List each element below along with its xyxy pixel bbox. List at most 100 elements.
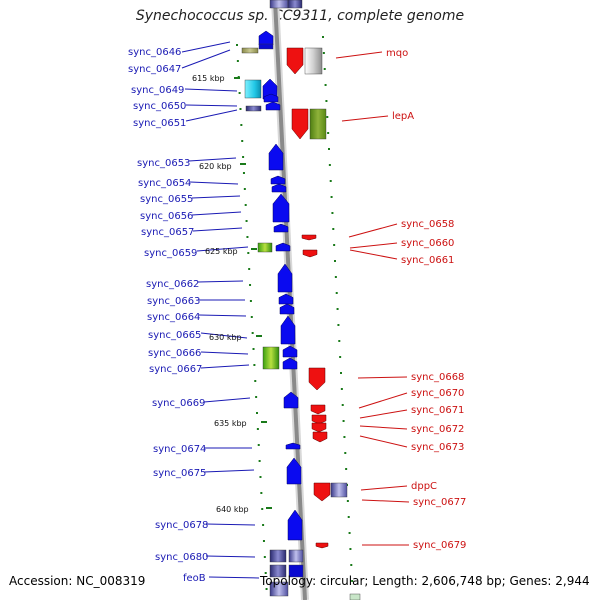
- forward-gene: [275, 242, 291, 252]
- leader-line-right: [357, 376, 408, 379]
- gene-label-left: sync_0675: [153, 468, 206, 479]
- forward-gene: [263, 93, 279, 103]
- gene-label-right: sync_0671: [411, 405, 464, 416]
- gene-label-left: sync_0665: [148, 330, 201, 341]
- tick-mark: [262, 524, 265, 526]
- leader-line-right: [359, 435, 408, 448]
- leader-line-left: [205, 523, 256, 526]
- reverse-gene: [311, 422, 327, 433]
- genome-summary-text: Topology: circular; Length: 2,606,748 bp…: [260, 574, 590, 588]
- gene-label-left: sync_0674: [153, 444, 206, 455]
- forward-gene: [280, 315, 296, 345]
- leader-line-left: [191, 211, 242, 216]
- reverse-gene: [310, 404, 326, 415]
- forward-gene: [258, 30, 274, 46]
- gene-label-right: sync_0677: [413, 497, 466, 508]
- tick-mark: [341, 404, 344, 406]
- forward-gene: [273, 223, 289, 233]
- tick-mark: [342, 420, 345, 422]
- gene-label-left: sync_0650: [133, 101, 186, 112]
- kbp-tick-label: 625 kbp: [205, 247, 238, 256]
- leader-line-left: [200, 332, 248, 339]
- tick-mark: [249, 300, 252, 302]
- gene-label-left: sync_0647: [128, 64, 181, 75]
- reverse-gene: [308, 367, 326, 391]
- leader-line-left: [181, 41, 231, 53]
- leader-line-right: [348, 223, 398, 238]
- tick-mark: [255, 396, 258, 398]
- forward-gene: [287, 509, 303, 541]
- kbp-tick-label: 640 kbp: [216, 505, 249, 514]
- leader-line-left: [200, 364, 250, 369]
- kbp-tick-label: 630 kbp: [209, 333, 242, 342]
- tick-mark: [260, 492, 263, 494]
- gene-block: [330, 482, 348, 498]
- tick-mark: [246, 236, 249, 238]
- forward-gene: [268, 143, 284, 171]
- gene-label-left: sync_0659: [144, 248, 197, 259]
- tick-mark: [253, 364, 256, 366]
- tick-mark: [340, 388, 343, 390]
- leader-line-right: [349, 249, 398, 260]
- gene-label-right: sync_0673: [411, 442, 464, 453]
- leader-line-right: [361, 499, 410, 503]
- tick-mark: [249, 284, 252, 286]
- gene-block: [269, 549, 287, 563]
- gene-label-left: sync_0669: [152, 398, 205, 409]
- gene-label-left: sync_0678: [155, 520, 208, 531]
- tick-mark: [347, 516, 350, 518]
- tick-mark: [247, 252, 250, 254]
- gene-block: [241, 47, 259, 54]
- reverse-gene: [291, 108, 309, 140]
- reverse-gene: [311, 414, 327, 425]
- gene-block: [245, 105, 262, 112]
- leader-line-left: [181, 49, 231, 69]
- leader-line-right: [341, 115, 389, 122]
- reverse-gene: [301, 234, 317, 241]
- tick-mark: [327, 132, 330, 134]
- gene-label-right: sync_0660: [401, 238, 454, 249]
- gene-block-top: [287, 0, 303, 9]
- gene-block: [349, 593, 361, 600]
- leader-line-right: [359, 425, 408, 430]
- leader-line-left: [203, 397, 251, 403]
- gene-label-left: sync_0649: [131, 85, 184, 96]
- tick-mark: [338, 340, 341, 342]
- forward-gene: [286, 457, 302, 485]
- tick-mark: [248, 268, 251, 270]
- tick-mark: [345, 468, 348, 470]
- gene-block: [269, 581, 289, 597]
- tick-mark: [348, 532, 351, 534]
- tick-mark: [250, 316, 253, 318]
- forward-gene: [282, 345, 298, 358]
- tick-mark: [265, 588, 268, 590]
- leader-line-left: [200, 351, 249, 355]
- tick-mark: [254, 380, 257, 382]
- gene-label-right: dppC: [411, 481, 437, 492]
- leader-line-right: [359, 409, 408, 419]
- forward-gene: [282, 357, 298, 370]
- leader-line-left: [185, 109, 238, 122]
- tick-mark: [331, 212, 334, 214]
- tick-mark: [263, 556, 266, 558]
- tick-mark: [343, 436, 346, 438]
- tick-mark: [256, 428, 259, 430]
- tick-mark: [262, 540, 265, 542]
- tick-mark: [335, 292, 338, 294]
- gene-label-left: sync_0651: [133, 118, 186, 129]
- gene-label-left: sync_0655: [140, 194, 193, 205]
- tick-mark: [241, 140, 244, 142]
- tick-mark: [245, 220, 248, 222]
- leader-line-left: [205, 555, 256, 558]
- leader-line-left: [184, 88, 238, 92]
- gene-label-right: sync_0679: [413, 540, 466, 551]
- leader-line-left: [197, 280, 244, 283]
- tick-mark: [322, 36, 324, 38]
- gene-label-left: sync_0653: [137, 158, 190, 169]
- tick-mark: [242, 156, 245, 158]
- tick-mark: [349, 548, 352, 550]
- reverse-gene: [286, 47, 304, 75]
- gene-block: [244, 79, 262, 99]
- forward-gene: [285, 442, 301, 450]
- gene-block: [288, 549, 304, 563]
